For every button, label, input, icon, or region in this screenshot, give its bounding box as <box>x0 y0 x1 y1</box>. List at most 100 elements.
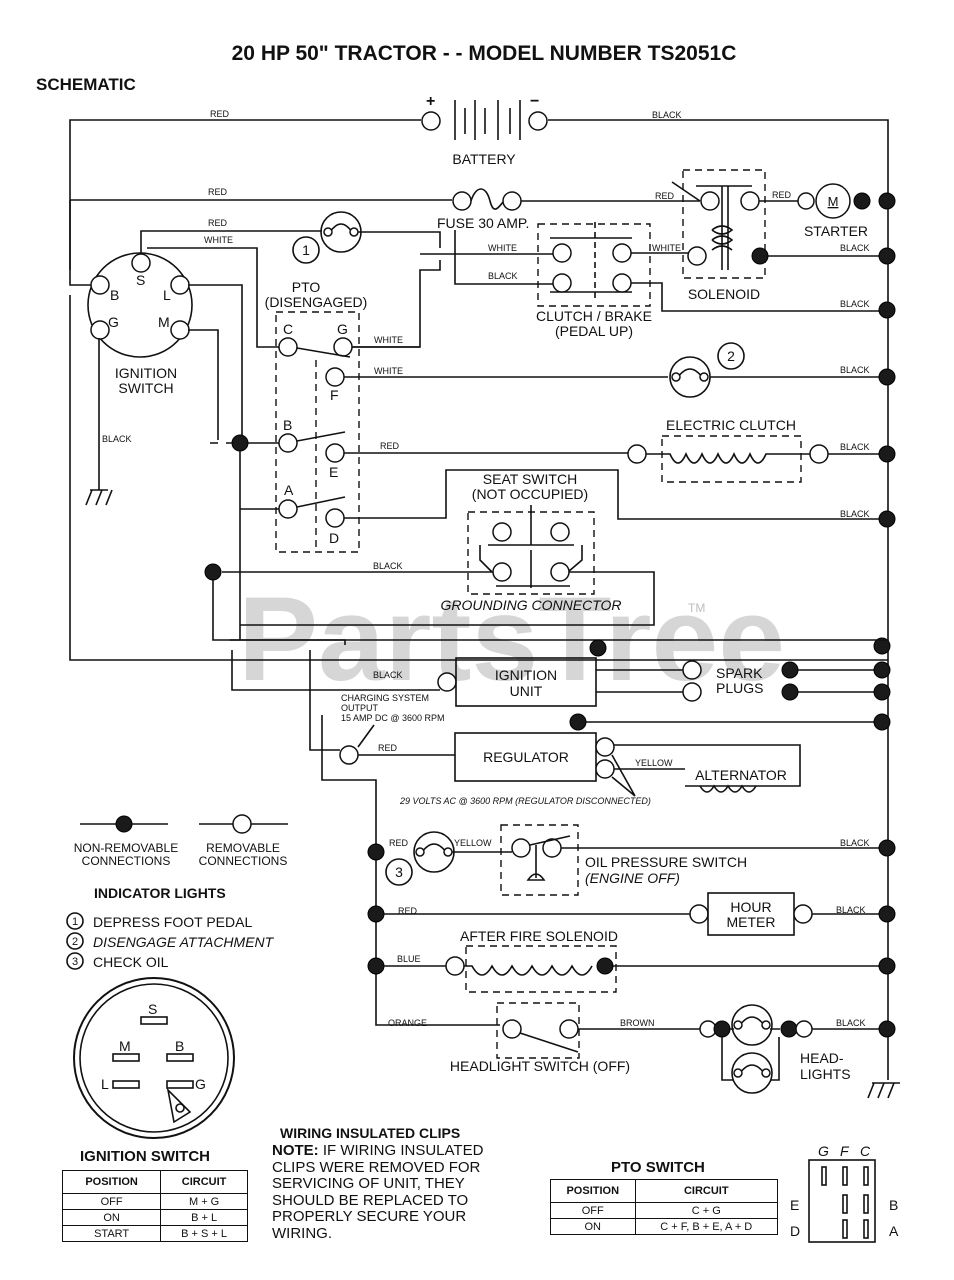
oil-pressure-switch-state: (ENGINE OFF) <box>585 870 680 886</box>
wire-label-black: BLACK <box>488 271 518 281</box>
pto-switch-table-title: PTO SWITCH <box>611 1159 705 1176</box>
solenoid-terminal-coil <box>687 246 707 266</box>
charging-note-3: 15 AMP DC @ 3600 RPM <box>341 713 445 723</box>
charging-note-2: OUTPUT <box>341 703 379 713</box>
connection-dot <box>713 1020 731 1038</box>
face-s: S <box>148 1001 157 1017</box>
regulator-label: REGULATOR <box>483 749 569 765</box>
wire-label-orange: ORANGE <box>388 1018 427 1028</box>
wire-label-brown: BROWN <box>620 1018 655 1028</box>
pto-terminal-a <box>278 499 298 519</box>
label-g: G <box>337 321 348 337</box>
pto-face-c: C <box>860 1143 871 1159</box>
clutch-coil-terminal <box>809 444 829 464</box>
indicator-item-num: 2 <box>72 936 78 948</box>
watermark-tm: TM <box>688 601 705 615</box>
ignition-switch-label: IGNITION <box>115 365 177 381</box>
alternator-label: ALTERNATOR <box>695 767 787 783</box>
solenoid-terminal-starter <box>740 191 760 211</box>
label-m: M <box>158 314 170 330</box>
connection-dot <box>878 301 896 319</box>
table-cell: OFF <box>61 1193 162 1210</box>
face-g: G <box>195 1076 206 1092</box>
connection-dot <box>878 247 896 265</box>
regulator-alternator: CHARGING SYSTEM OUTPUT 15 AMP DC @ 3600 … <box>309 650 891 1026</box>
face-l: L <box>101 1076 109 1092</box>
table-cell: B + L <box>160 1209 248 1226</box>
ignition-switch-label-2: SWITCH <box>118 380 173 396</box>
pto-terminal-b <box>278 433 298 453</box>
pto-box <box>275 311 360 553</box>
clutch-terminal <box>612 273 632 293</box>
wire-label-black: BLACK <box>373 561 403 571</box>
ignition-terminal-l <box>170 275 190 295</box>
table-cell: START <box>61 1225 162 1242</box>
connection-dot <box>367 957 385 975</box>
starter-terminal <box>797 192 815 210</box>
wire-label-blue: BLUE <box>397 954 421 964</box>
pto-label: PTO <box>292 279 321 295</box>
spark-plug-2 <box>682 682 702 702</box>
label-c: C <box>283 321 293 337</box>
fuse-terminal-left <box>452 191 472 211</box>
charging-note: CHARGING SYSTEM <box>341 693 429 703</box>
pto-terminal-c <box>278 337 298 357</box>
clutch-terminal <box>552 243 572 263</box>
wire-label-black: BLACK <box>840 442 870 452</box>
spark-plugs-label: SPARK <box>716 665 763 681</box>
spark-plug-1 <box>682 660 702 680</box>
wire-label-red: RED <box>210 109 230 119</box>
ignition-terminal-b <box>90 275 110 295</box>
indicator-item-text: CHECK OIL <box>93 954 169 970</box>
label-d: D <box>329 530 339 546</box>
face-b: B <box>175 1038 184 1054</box>
pto-face-a: A <box>889 1223 899 1239</box>
indicator-light-1: 1 <box>292 211 441 348</box>
wire-label-white: WHITE <box>204 235 233 245</box>
connection-dot <box>878 905 896 923</box>
connection-dot <box>878 839 896 857</box>
wire-label-black: BLACK <box>840 838 870 848</box>
label-s: S <box>136 272 145 288</box>
wiring-clips-note: NOTE: IF WIRING INSULATED CLIPS WERE REM… <box>272 1142 532 1242</box>
ignition-unit-label-2: UNIT <box>510 683 543 699</box>
clutch-brake-box <box>537 223 651 307</box>
table-header: POSITION <box>61 1170 162 1194</box>
indicator-number-1: 1 <box>302 242 310 258</box>
pto-terminal-g <box>333 337 353 357</box>
battery-label: BATTERY <box>452 151 516 167</box>
connection-dot <box>873 661 891 679</box>
wire-label-red: RED <box>389 838 409 848</box>
seat-switch-state: (NOT OCCUPIED) <box>472 486 588 502</box>
indicator-lights-legend: INDICATOR LIGHTS 1 DEPRESS FOOT PEDAL 2 … <box>66 885 275 970</box>
pto-switch: PTO (DISENGAGED) C G F B E A D WHITE WHI… <box>210 279 896 640</box>
wire-label-white: WHITE <box>374 366 403 376</box>
spark-plugs-label-2: PLUGS <box>716 680 763 696</box>
note-line: WIRING. <box>272 1224 332 1242</box>
battery-positive-terminal <box>421 111 441 131</box>
pto-terminal-f <box>325 367 345 387</box>
solenoid-box <box>682 169 766 279</box>
table-header: CIRCUIT <box>634 1179 779 1203</box>
clutch-brake-label: CLUTCH / BRAKE <box>536 308 652 324</box>
indicator-item-text: DISENGAGE ATTACHMENT <box>93 934 275 950</box>
table-cell: ON <box>550 1218 636 1235</box>
removable-symbol <box>232 814 252 834</box>
wire-label-red: RED <box>655 191 675 201</box>
connection-dot <box>873 637 891 655</box>
clutch-brake-switch: WHITE BLACK WHITE BLACK CLUTCH / BRAKE (… <box>420 222 896 339</box>
connection-dot <box>589 639 607 657</box>
battery-plus: + <box>426 93 435 110</box>
headlight-2 <box>731 1052 773 1094</box>
clutch-terminal <box>552 273 572 293</box>
pto-face-e: E <box>790 1197 799 1213</box>
table-cell: C + F, B + E, A + D <box>634 1218 779 1235</box>
seat-switch-label: SEAT SWITCH <box>483 471 577 487</box>
fuse-label: FUSE 30 AMP. <box>437 215 529 231</box>
pto-terminal-d <box>325 508 345 528</box>
headlight-switch-label: HEADLIGHT SWITCH (OFF) <box>450 1058 630 1074</box>
ignition-switch-table-title: IGNITION SWITCH <box>80 1148 210 1165</box>
pto-face-g: G <box>818 1143 829 1159</box>
